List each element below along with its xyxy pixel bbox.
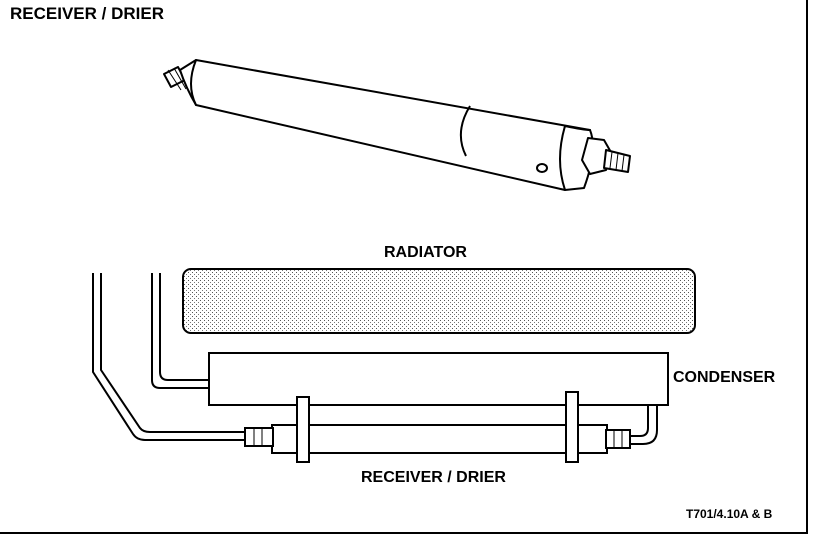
reference-code: T701/4.10A & B (686, 507, 773, 521)
figure-title: RECEIVER / DRIER (10, 4, 164, 23)
small-port (536, 163, 548, 173)
receiver-tube (271, 424, 608, 454)
condenser (208, 352, 669, 406)
receiver-inlet-pipe (92, 273, 245, 441)
receiver-drier-illustration (163, 59, 631, 191)
cylinder-body (190, 59, 591, 191)
radiator (182, 268, 696, 334)
radiator-label: RADIATOR (384, 244, 467, 261)
condenser-label: CONDENSER (673, 369, 776, 386)
cylinder-band (459, 105, 471, 157)
pipes (92, 273, 658, 445)
receiver-right-fitting (605, 429, 631, 449)
receiver-drier-label: RECEIVER / DRIER (361, 469, 506, 486)
receiver-left-fitting (244, 427, 274, 447)
figure-frame (0, 0, 808, 534)
mounting-bracket-right (565, 391, 579, 463)
receiver-drier-schematic (244, 391, 631, 463)
condenser-outlet-pipe (630, 405, 649, 437)
condenser-inlet-pipe (151, 273, 209, 389)
mounting-bracket-left (296, 396, 310, 463)
